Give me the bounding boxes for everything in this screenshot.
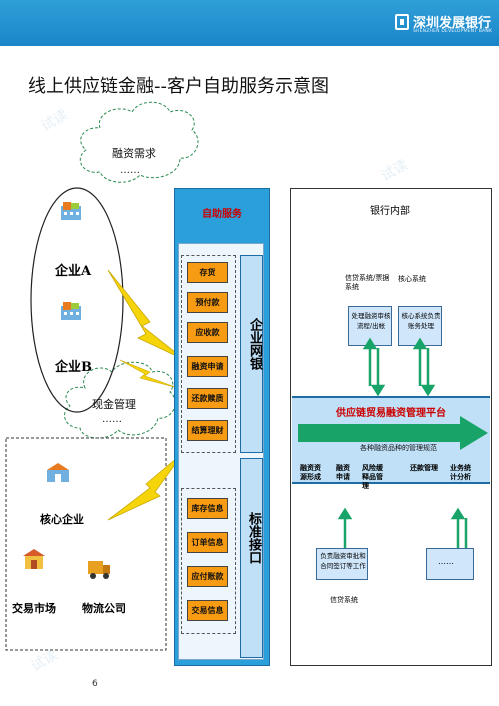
platform-arrow-label: 各种融资品种的管理规范 xyxy=(360,444,437,452)
self-service-header: 自助服务 xyxy=(202,209,242,220)
function-item: 融资资源形成 xyxy=(300,463,321,481)
service-item[interactable]: 存货 xyxy=(187,262,228,283)
bank-name: 深圳发展银行 xyxy=(413,16,492,31)
service-item[interactable]: 预付款 xyxy=(187,292,228,313)
core-process-label: 核心系统负责账务处理 xyxy=(401,312,441,330)
standard-interface-label: 标准接口 xyxy=(246,512,261,564)
service-group-1 xyxy=(181,255,236,453)
standard-interface-box xyxy=(240,458,263,658)
truck-icon xyxy=(86,557,112,585)
enterprise-b-label: 企业B xyxy=(55,360,92,375)
platform-title: 供应链贸易融资管理平台 xyxy=(336,408,446,419)
service-group-2 xyxy=(181,488,236,634)
logistics-company-label: 物流公司 xyxy=(82,602,126,615)
cloud-financing-needs xyxy=(79,101,199,183)
core-system-label: 核心系统 xyxy=(398,275,426,283)
service-item[interactable]: 订单信息 xyxy=(187,532,228,553)
bank-logo-icon xyxy=(395,14,409,30)
enterprise-a-label: 企业A xyxy=(55,264,92,279)
enterprise-b-icon xyxy=(59,300,83,322)
platform-arrow xyxy=(298,416,488,450)
service-item[interactable]: 交易信息 xyxy=(187,600,228,621)
credit-system-label: 信贷系统/票据系统 xyxy=(345,274,390,291)
online-banking-box xyxy=(240,255,263,453)
enterprise-a-icon xyxy=(59,200,83,222)
trading-market-icon xyxy=(22,547,46,575)
service-item[interactable]: 结算理财 xyxy=(187,420,228,441)
other-system-box xyxy=(426,548,474,580)
service-item[interactable]: 应付账款 xyxy=(187,566,228,587)
bank-arrows xyxy=(337,337,474,561)
online-banking-label: 企业网银 xyxy=(247,318,262,370)
service-item[interactable]: 融资申请 xyxy=(187,356,228,377)
service-item[interactable]: 还款赎质 xyxy=(187,388,228,409)
core-enterprise-label: 核心企业 xyxy=(40,513,84,526)
bank-internal-title: 银行内部 xyxy=(370,206,410,217)
core-enterprise-icon xyxy=(45,462,71,488)
service-item[interactable]: 应收款 xyxy=(187,322,228,343)
trading-market-label: 交易市场 xyxy=(12,602,56,615)
partner-dashed-box xyxy=(5,437,167,651)
page-title: 线上供应链金融--客户自助服务示意图 xyxy=(28,76,329,97)
financing-needs-dots: …… xyxy=(120,165,140,176)
function-item: 业务统计分析 xyxy=(450,463,471,481)
cash-management-label: 现金管理 xyxy=(92,398,136,411)
cash-management-dots: …… xyxy=(102,414,122,425)
page-number: 6 xyxy=(92,679,98,689)
function-item: 风险缓释品管理 xyxy=(362,463,383,490)
other-system-dots: …… xyxy=(438,557,454,566)
header-bar xyxy=(0,0,499,46)
service-item[interactable]: 库存信息 xyxy=(187,498,228,519)
enterprise-ellipse xyxy=(30,187,124,413)
credit-process-label: 处理融资审核流程/出帐 xyxy=(351,312,391,330)
cloud-cash-management xyxy=(64,361,176,439)
function-item: 融资申请 xyxy=(336,463,350,481)
function-item: 还款管理 xyxy=(410,463,438,472)
approval-box xyxy=(316,548,368,580)
bank-name-en: SHENZHEN DEVELOPMENT BANK xyxy=(413,29,493,34)
approval-box-label: 负责融资审批和合同签订等工作 xyxy=(320,552,366,570)
credit-system-bottom-label: 信贷系统 xyxy=(330,596,358,604)
lightning-bolt-lower xyxy=(107,451,185,521)
financing-needs-label: 融资需求 xyxy=(112,147,156,160)
